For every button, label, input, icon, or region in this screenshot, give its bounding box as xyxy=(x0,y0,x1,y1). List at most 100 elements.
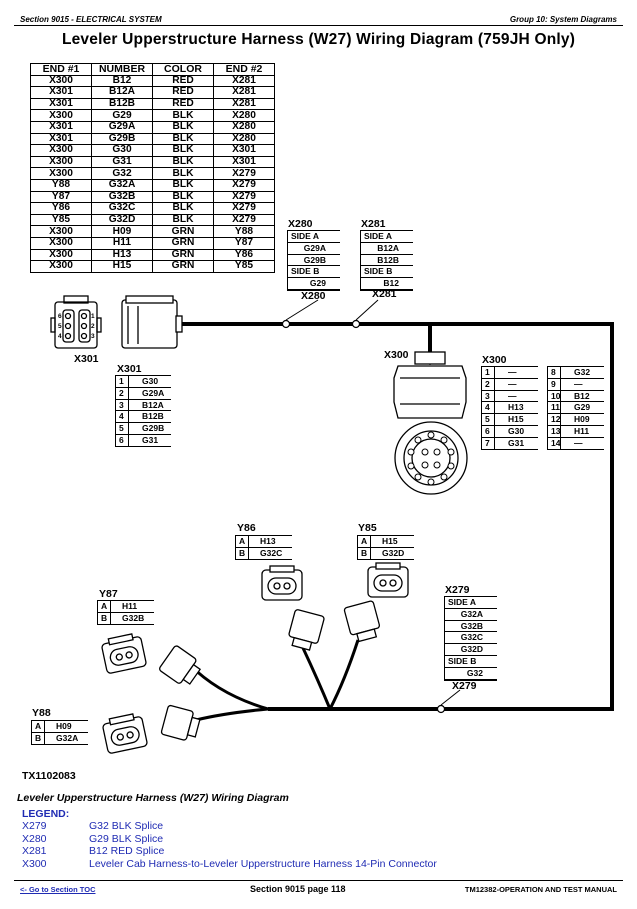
x279-wire: G32C xyxy=(460,632,483,643)
pin-row: 9— xyxy=(548,378,604,391)
pin-number: A xyxy=(361,536,371,547)
pin-row: 4 H13 xyxy=(482,402,538,415)
y85-connector-face xyxy=(367,562,409,598)
pin-number: 11 xyxy=(551,402,561,414)
x300-table-title: X300 xyxy=(482,354,507,366)
table-cell: X279 xyxy=(213,202,275,215)
face-pin-2: 2 xyxy=(91,323,95,330)
face-pin-6: 6 xyxy=(58,313,62,320)
pin-row: 10 B12 xyxy=(548,390,604,403)
x281-wire: B12B xyxy=(377,254,399,265)
x279-splice-table: SIDE A G32A G32B G32C G32D SIDE B G32 xyxy=(444,596,497,681)
x280-side-b: SIDE B xyxy=(288,266,340,279)
x280-wire: G29A xyxy=(303,242,326,253)
y86-connector-face xyxy=(261,565,303,601)
table-cell: X301 xyxy=(213,144,275,157)
pin-wire: — xyxy=(574,378,583,389)
pin-wire: G31 xyxy=(508,437,525,448)
pin-number: 6 xyxy=(485,425,495,437)
figure-id: TX1102083 xyxy=(22,770,76,782)
pin-row: 14— xyxy=(548,437,604,449)
pin-number: 14 xyxy=(551,437,561,449)
x281-splice-dot xyxy=(351,319,361,329)
x301-face-pin-numbers: 6 5 4 1 2 3 xyxy=(58,313,95,340)
pin-wire: H11 xyxy=(122,601,138,611)
pin-number: 6 xyxy=(119,434,129,446)
legend-key: X280 xyxy=(22,832,47,845)
pin-number: 1 xyxy=(485,367,495,378)
pin-wire: B12 xyxy=(574,390,590,401)
pin-row: 2— xyxy=(482,378,538,391)
table-cell: X280 xyxy=(213,132,275,146)
pin-wire: H13 xyxy=(508,402,524,413)
y87-connector-face xyxy=(101,633,147,674)
table-cell: Y85 xyxy=(213,260,275,273)
face-pin-1: 1 xyxy=(91,313,95,320)
legend-description: Leveler Cab Harness-to-Leveler Upperstru… xyxy=(89,857,437,870)
table-cell: X300 xyxy=(30,155,92,169)
table-cell: BLK xyxy=(152,120,214,134)
pin-wire: — xyxy=(508,367,517,377)
pin-wire: G32D xyxy=(382,547,405,558)
header-divider xyxy=(14,25,623,26)
x279-title: X279 xyxy=(445,584,470,596)
pin-wire: G29B xyxy=(142,423,165,434)
table-cell: X279 xyxy=(213,190,275,204)
pin-number: 5 xyxy=(119,423,129,434)
table-cell: X300 xyxy=(30,260,92,273)
legend-item: X300 Leveler Cab Harness-to-Leveler Upper… xyxy=(22,857,437,871)
toc-link[interactable]: <- Go to Section TOC xyxy=(20,885,96,894)
table-cell: X301 xyxy=(30,132,92,146)
pin-row: 3— xyxy=(482,390,538,403)
x281-wire: B12A xyxy=(377,242,399,253)
pin-number: B xyxy=(239,547,249,559)
x279-wire: G32 xyxy=(466,667,483,678)
pin-number: 1 xyxy=(119,376,129,387)
pin-number: B xyxy=(101,612,111,624)
legend-description: B12 RED Splice xyxy=(89,845,165,858)
pin-number: A xyxy=(239,536,249,547)
pin-wire: G32A xyxy=(56,732,79,743)
x281-tag: X281 xyxy=(372,288,397,300)
x279-tag: X279 xyxy=(452,680,477,692)
pin-wire: B12A xyxy=(142,399,164,410)
pin-number: 8 xyxy=(551,367,561,378)
pin-number: 7 xyxy=(485,437,495,449)
page-title: Leveler Upperstructure Harness (W27) Wir… xyxy=(61,31,576,48)
face-pin-4: 4 xyxy=(58,333,62,340)
pin-number: 3 xyxy=(485,390,495,402)
pin-number: 2 xyxy=(119,387,129,399)
y87-harness-connector xyxy=(159,645,202,685)
legend-key: X279 xyxy=(22,820,47,832)
pin-number: 2 xyxy=(485,378,495,390)
legend-key: X300 xyxy=(22,857,47,870)
pin-number: A xyxy=(35,721,45,732)
table-cell: X301 xyxy=(213,155,275,169)
legend-description: G32 BLK Splice xyxy=(89,820,164,832)
pin-wire: — xyxy=(508,378,517,389)
pin-number: 10 xyxy=(551,390,561,402)
x279-wire: G32B xyxy=(460,620,483,631)
pin-number: 4 xyxy=(485,402,495,414)
